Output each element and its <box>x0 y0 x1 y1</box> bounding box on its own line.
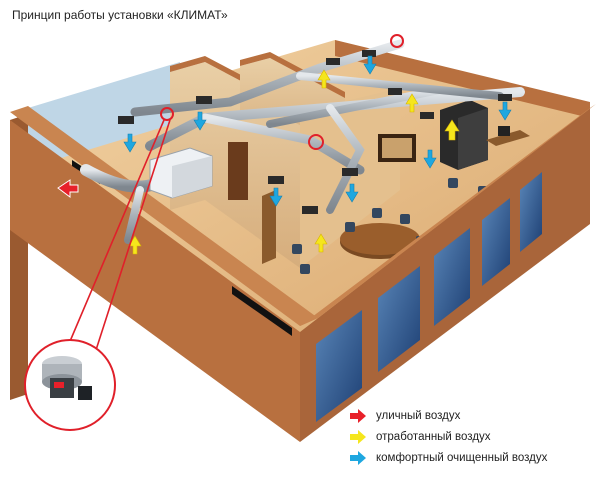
outer-wall-left-face <box>10 120 300 442</box>
legend-item-clean-air: комфортный очищенный воздух <box>350 447 547 468</box>
door-center <box>262 190 276 264</box>
door-left <box>228 142 248 200</box>
callout-circles <box>160 34 404 150</box>
wall-picture-inner <box>382 138 412 158</box>
air-handling-unit-side <box>172 156 212 198</box>
legend-item-exhaust-air: отработанный воздух <box>350 426 547 447</box>
back-right-wall <box>335 40 590 118</box>
callout-lines <box>67 119 171 351</box>
legend-label: комфортный очищенный воздух <box>376 451 548 464</box>
blue-arrow-icon <box>350 450 366 465</box>
legend: уличный воздух отработанный воздух комфо… <box>350 405 547 468</box>
blue-arrows <box>123 55 512 207</box>
right-wall-windows <box>316 172 542 422</box>
yellow-arrows <box>128 69 460 255</box>
outer-wall-right-top <box>300 104 596 326</box>
monitor <box>498 126 510 136</box>
yellow-arrow-icon <box>350 429 366 444</box>
outer-wall-left-top <box>10 106 318 326</box>
ceiling-diffusers <box>118 50 512 214</box>
red-arrow-icon <box>57 179 79 198</box>
server-cabinet-side <box>458 108 488 170</box>
red-arrow-icon <box>350 408 366 423</box>
diagram-title: Принцип работы установки «КЛИМАТ» <box>12 8 228 22</box>
office-desk <box>486 130 530 146</box>
legend-label: уличный воздух <box>376 409 461 422</box>
radiator-1 <box>232 286 292 336</box>
legend-label: отработанный воздух <box>376 430 491 443</box>
legend-item-outdoor-air: уличный воздух <box>350 405 547 426</box>
meeting-table-top <box>340 223 420 255</box>
zoom-device <box>42 356 92 400</box>
